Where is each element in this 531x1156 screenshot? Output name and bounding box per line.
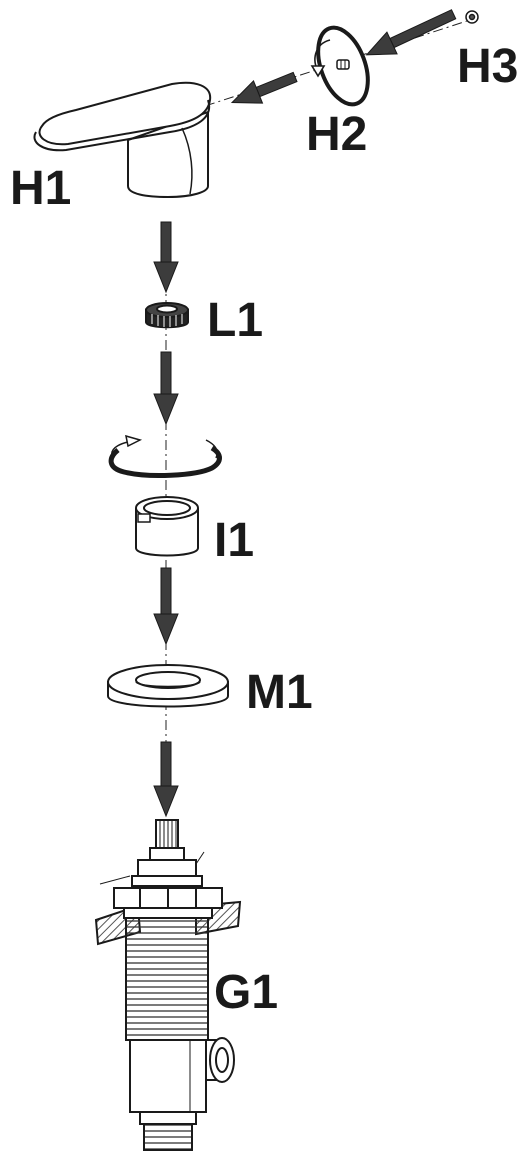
part-i1-sleeve [135, 496, 199, 557]
label-i1: I1 [214, 514, 254, 567]
arrow-h2-to-h1 [230, 71, 298, 104]
assembly-arrows [153, 9, 457, 818]
rotation-icon-h2 [310, 39, 331, 78]
part-h3-screw [465, 10, 479, 24]
part-retaining-ring [108, 434, 222, 478]
arrow-h3-to-h2 [365, 9, 457, 56]
part-l1-nut [145, 302, 189, 329]
part-g1-valve-body [94, 819, 242, 1151]
label-h1: H1 [10, 162, 71, 215]
label-m1: M1 [246, 666, 313, 719]
label-l1: L1 [207, 294, 263, 347]
part-h1-handle [33, 81, 212, 199]
arrow-m1-to-g1 [153, 741, 179, 818]
arrow-h1-to-l1 [153, 221, 179, 294]
label-g1: G1 [214, 966, 278, 1019]
label-h2: H2 [306, 108, 367, 161]
part-m1-flange [107, 664, 229, 708]
arrow-i1-to-m1 [153, 567, 179, 646]
part-labels: H1 H2 H3 L1 I1 M1 G1 [10, 40, 518, 1019]
arrow-l1-to-ring [153, 351, 179, 426]
part-h2-cap [316, 25, 370, 107]
label-h3: H3 [457, 40, 518, 93]
